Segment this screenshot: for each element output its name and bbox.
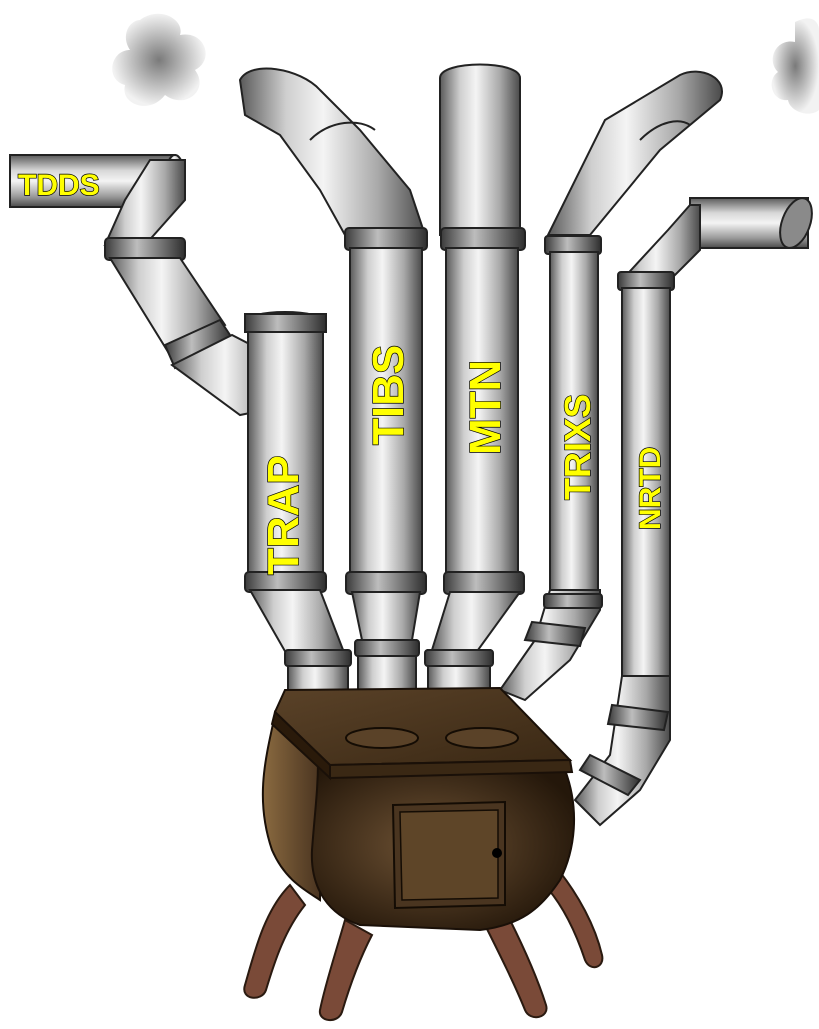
label-tdds: TDDS xyxy=(18,169,100,202)
smoke-puff-left xyxy=(112,13,206,106)
label-trap: TRAP xyxy=(259,455,308,575)
label-nrtd: NRTD xyxy=(634,447,667,530)
label-tibs: TIBS xyxy=(364,345,413,445)
pipe-nrtd xyxy=(573,197,813,827)
pipe-tibs xyxy=(238,67,428,701)
pipe-trap xyxy=(244,311,352,703)
pipe-mtn xyxy=(424,63,526,699)
label-trixs: TRIXS xyxy=(557,394,598,500)
pipe-trixs xyxy=(498,70,723,702)
pipe-tdds xyxy=(9,154,297,417)
smoke-puff-right xyxy=(771,18,819,114)
label-mtn: MTN xyxy=(461,360,510,455)
wood-stove xyxy=(261,686,575,932)
stove-legs xyxy=(243,870,604,1021)
